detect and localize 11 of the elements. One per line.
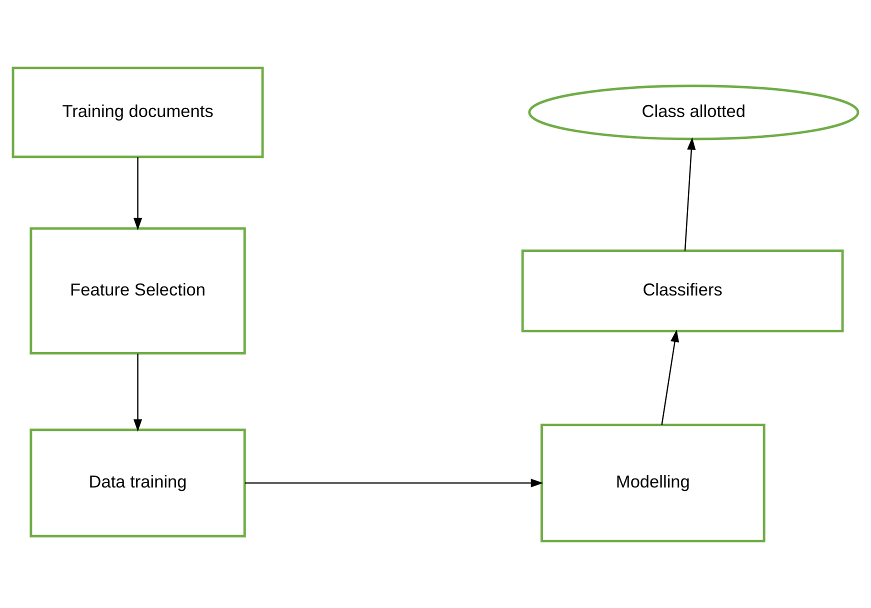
node-box: Training documents [12,66,264,158]
arrow [684,136,696,250]
node-ellipse: Class allotted [528,84,860,140]
arrow [133,156,142,230]
node-box: Data training [30,428,246,537]
arrow [661,329,680,424]
arrow [244,478,544,487]
node-box: Modelling [540,423,766,542]
node-box: Feature Selection [30,226,246,354]
arrow [133,353,142,432]
node-box: Classifiers [521,249,844,332]
